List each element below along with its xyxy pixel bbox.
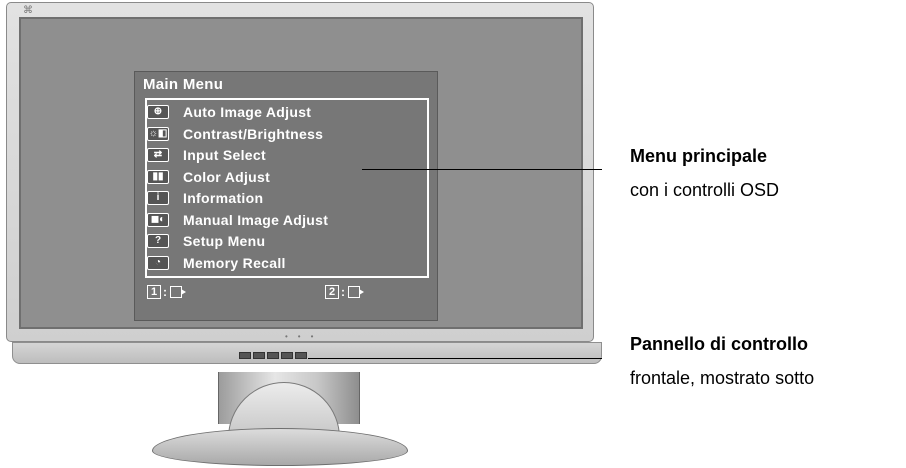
monitor-screen: Main Menu 1 : 2 : ⊕ Auto Image Adjust ☼◧ Co… xyxy=(19,17,583,329)
osd-menu-item[interactable]: ☼◧ Contrast/Brightness xyxy=(147,124,323,144)
memory-recall-icon: ◔ xyxy=(147,255,169,270)
monitor-bezel: ⌘ Main Menu 1 : 2 : ⊕ Auto Image Adjust ☼◧… xyxy=(6,2,594,342)
up-button[interactable] xyxy=(295,352,307,359)
osd-main-menu: Main Menu 1 : 2 : ⊕ Auto Image Adjust ☼◧ Co… xyxy=(134,71,438,321)
osd-menu-item-label: Information xyxy=(183,190,264,206)
monitor-bottom-lip xyxy=(12,342,602,364)
osd-footer-key2[interactable]: 2 : xyxy=(325,283,364,301)
annotation-menu-title: Menu principale xyxy=(630,146,768,166)
osd-menu-item-label: Setup Menu xyxy=(183,233,266,249)
osd-menu-item-label: Contrast/Brightness xyxy=(183,125,324,142)
contrast-brightness-icon: ☼◧ xyxy=(147,126,169,141)
brand-logo-icon: ⌘ xyxy=(23,5,33,16)
osd-menu-item-label: Memory Recall xyxy=(183,254,286,271)
manual-image-adjust-icon: ◼◐ xyxy=(147,212,169,227)
front-control-panel xyxy=(239,352,307,359)
annotation-panel-title: Pannello di controllo xyxy=(630,334,809,354)
power-button[interactable] xyxy=(267,352,279,359)
osd-footer-key1[interactable]: 1 : xyxy=(147,283,186,301)
annotation-panel-subtitle: frontale, mostrato sotto xyxy=(630,368,815,388)
osd-menu-list xyxy=(145,98,429,278)
footer-separator: : xyxy=(341,285,345,299)
bezel-bottom-strip: ••• xyxy=(7,328,593,342)
osd-menu-item[interactable]: ◔ Memory Recall xyxy=(147,253,286,273)
setup-menu-icon: ? xyxy=(147,234,169,248)
osd-menu-item[interactable]: i Information xyxy=(147,188,263,208)
information-icon: i xyxy=(147,191,169,205)
monitor-stand-base xyxy=(152,428,408,466)
color-adjust-icon: ▮▮ xyxy=(147,169,169,184)
menu-leader-line xyxy=(362,169,602,170)
down-button[interactable] xyxy=(281,352,293,359)
annotation-menu-subtitle: con i controlli OSD xyxy=(630,180,780,200)
osd-menu-item-label: Manual Image Adjust xyxy=(183,211,329,228)
enter-icon xyxy=(348,286,364,298)
panel-leader-line xyxy=(308,358,602,359)
osd-menu-item[interactable]: ▮▮ Color Adjust xyxy=(147,167,270,187)
control-button-1[interactable] xyxy=(239,352,251,359)
osd-menu-item-label: Color Adjust xyxy=(183,168,271,185)
crosshair-icon: ⊕ xyxy=(147,105,169,119)
input-select-icon: ⇄ xyxy=(147,148,169,162)
osd-menu-item-label: Input Select xyxy=(183,147,266,163)
exit-icon xyxy=(170,286,186,298)
key-2-box: 2 xyxy=(325,285,339,299)
indicator-dots: ••• xyxy=(285,332,324,341)
osd-title: Main Menu xyxy=(143,76,224,93)
control-button-2[interactable] xyxy=(253,352,265,359)
osd-menu-item-label: Auto Image Adjust xyxy=(183,104,312,120)
footer-separator: : xyxy=(163,285,167,299)
osd-menu-item[interactable]: ◼◐ Manual Image Adjust xyxy=(147,210,328,230)
osd-menu-item[interactable]: ⊕ Auto Image Adjust xyxy=(147,102,311,122)
key-1-box: 1 xyxy=(147,285,161,299)
osd-menu-item[interactable]: ⇄ Input Select xyxy=(147,145,266,165)
osd-menu-item[interactable]: ? Setup Menu xyxy=(147,231,265,251)
